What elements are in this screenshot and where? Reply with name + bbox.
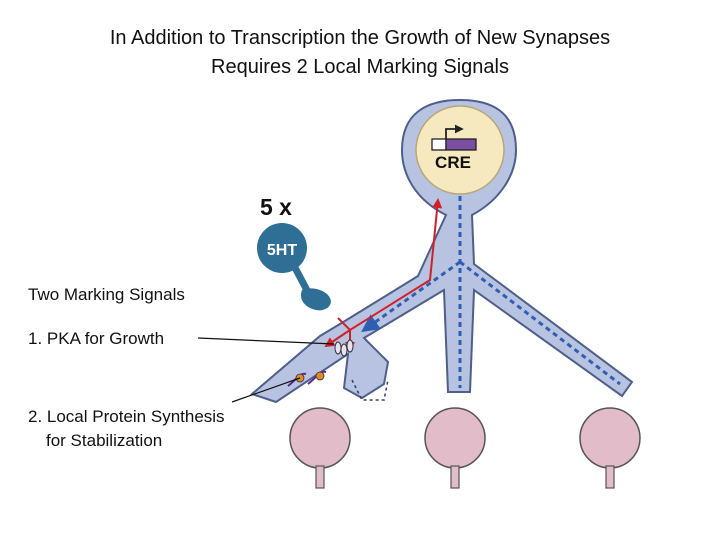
signal-1-leader [197,337,335,345]
5ht-label: 5HT [267,242,297,259]
title-line-2: Requires 2 Local Marking Signals [211,56,509,78]
marking-signals-heading: Two Marking Signals [28,285,185,304]
target-cell-right [579,407,641,489]
signal-2-label-line-2: for Stabilization [46,431,162,450]
signal-2-leader [231,377,301,403]
cre-label: CRE [435,153,471,172]
title-line-1: In Addition to Transcription the Growth … [109,27,611,49]
serotonin-terminal: 5HT [257,223,331,311]
new-varicosity-outline [351,379,389,401]
slide-title: In Addition to Transcription the Growth … [0,24,720,82]
target-cell-middle [424,407,486,489]
transport-pathways [361,196,621,388]
cre-gene: CRE [431,124,477,172]
repetitions-label: 5 x [260,194,292,220]
signal-2-label-line-1: 2. Local Protein Synthesis [28,407,225,426]
signal-1-label: 1. PKA for Growth [28,329,164,348]
pka-molecules [334,339,354,357]
target-cell-left [289,407,351,489]
